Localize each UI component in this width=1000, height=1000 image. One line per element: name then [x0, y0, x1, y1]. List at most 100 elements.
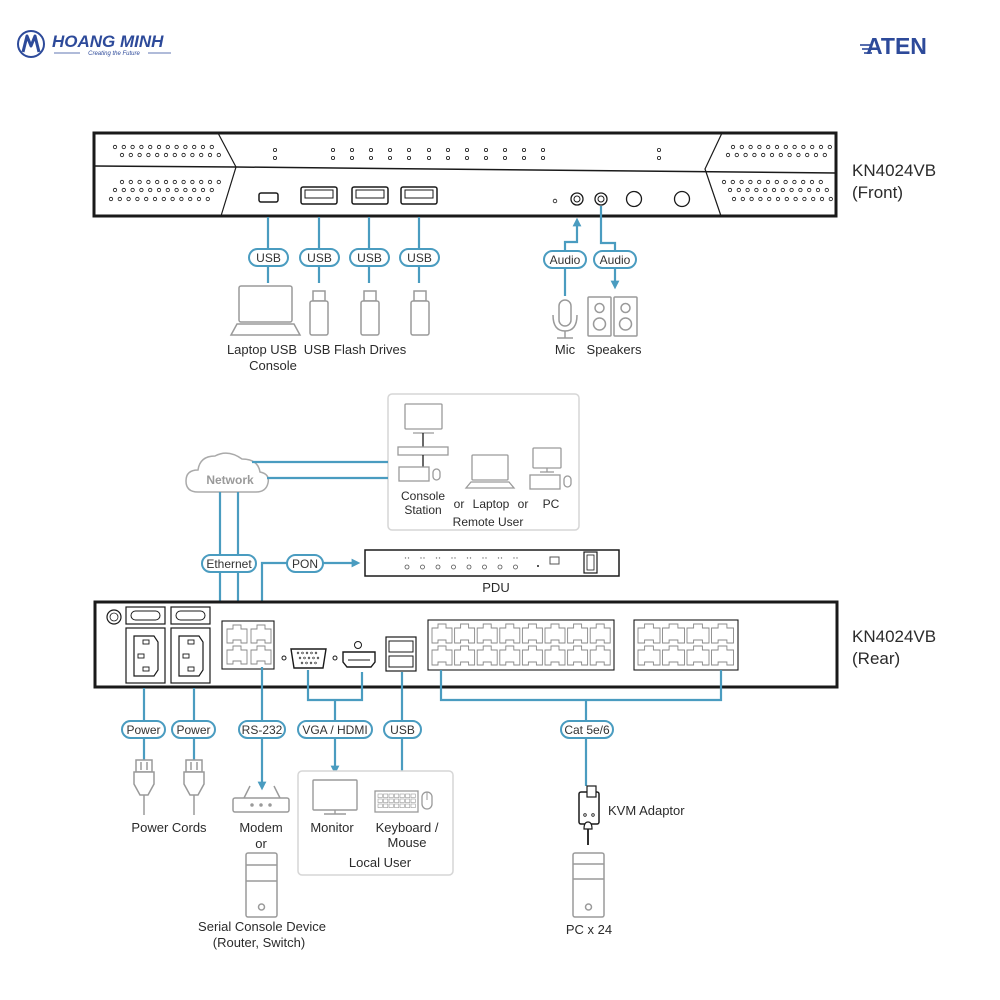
pill-usb-laptop: USB: [248, 248, 289, 267]
vent-hole: [119, 179, 125, 185]
rj45-port: [476, 623, 498, 644]
rear-view-label: (Rear): [852, 649, 900, 668]
pdu-led: [497, 557, 500, 559]
pdu-led: [404, 557, 407, 559]
vent-hole: [793, 196, 798, 202]
local-user-label: Local User: [349, 855, 412, 870]
pdu-led: [423, 557, 425, 559]
rj45-port: [662, 623, 685, 644]
keyboard-key: [383, 803, 389, 808]
pdu-label: PDU: [482, 580, 509, 595]
vent-hole: [792, 144, 797, 150]
keyboard-key: [410, 803, 416, 808]
keyboard-label: Keyboard /: [376, 820, 439, 835]
port-led: [483, 147, 488, 152]
vent-hole: [731, 196, 737, 202]
mouse-label: Mouse: [387, 835, 426, 850]
aten-speed-lines-icon: [860, 44, 872, 54]
rj45-port: [567, 623, 589, 644]
vent-hole: [137, 152, 142, 158]
vent-hole: [813, 152, 819, 158]
vent-hole: [216, 179, 221, 185]
vent-hole: [207, 179, 213, 185]
vent-hole: [828, 196, 833, 202]
keyboard-key: [394, 798, 400, 803]
vent-hole: [783, 144, 788, 150]
vga-pin: [307, 656, 311, 660]
keyboard-key: [394, 803, 400, 808]
vent-hole: [784, 196, 789, 202]
vent-hole: [179, 196, 184, 202]
vga-pin: [305, 661, 308, 665]
vent-hole: [771, 187, 777, 193]
port-led: [502, 155, 507, 160]
pdu-led: [438, 557, 441, 559]
front-port-leds: [272, 147, 662, 160]
vent-hole: [775, 196, 781, 202]
svg-text:Cat 5e/6: Cat 5e/6: [564, 723, 610, 737]
ground-screw-icon: [106, 609, 122, 625]
vent-hole: [769, 152, 775, 158]
usb-flash-drive-icon: [309, 290, 329, 336]
vent-hole: [730, 179, 735, 185]
vent-hole: [739, 144, 744, 150]
vent-hole: [112, 187, 118, 193]
vent-hole: [139, 144, 144, 150]
front-panel: [92, 131, 838, 218]
port-led: [445, 147, 450, 152]
port-led: [502, 147, 507, 152]
vent-hole: [148, 144, 153, 150]
rear-usb-ports: [385, 636, 417, 672]
vent-hole: [774, 144, 780, 150]
pdu-led: [469, 557, 472, 559]
network-cloud-icon: Network: [185, 452, 270, 493]
vent-hole: [108, 196, 114, 202]
power-switch-1: [125, 606, 166, 625]
svg-text:USB: USB: [357, 251, 382, 265]
vga-pin: [305, 651, 309, 655]
vent-hole: [119, 152, 125, 158]
rj45-port: [589, 623, 611, 644]
pill-cat5e6: Cat 5e/6: [560, 720, 614, 739]
port-led: [387, 147, 392, 152]
vent-hole: [135, 196, 140, 202]
port-led: [349, 155, 354, 160]
vent-hole: [736, 187, 741, 193]
network-label: Network: [206, 473, 254, 487]
pdu-outlet: [513, 564, 518, 570]
rj45-port: [521, 623, 543, 644]
keyboard-key: [383, 793, 389, 798]
keyboard-key: [399, 798, 405, 803]
vent-hole: [165, 144, 170, 150]
vent-hole: [819, 196, 825, 202]
vent-hole: [174, 187, 179, 193]
front-button: [673, 190, 691, 208]
vent-hole: [802, 196, 807, 202]
vent-hole: [216, 152, 221, 158]
rj45-port: [589, 645, 611, 666]
rj45-port: [521, 645, 543, 666]
pdu-led: [451, 557, 453, 559]
vent-hole: [130, 144, 135, 150]
pill-power-2: Power: [171, 720, 216, 739]
pill-usb-flash-3: USB: [399, 248, 440, 267]
svg-text:USB: USB: [256, 251, 281, 265]
vent-hole: [827, 144, 832, 150]
speakers-icon: [587, 296, 638, 337]
vent-hole: [163, 152, 169, 158]
port-led: [541, 155, 546, 160]
rear-panel: [93, 600, 839, 689]
hoang-minh-tagline: Creating the Future: [88, 51, 140, 57]
usb-flash-drives-label: USB Flash Drives: [304, 342, 407, 357]
laptop-icon: [229, 285, 302, 336]
vent-hole: [730, 144, 736, 150]
vent-hole: [183, 187, 188, 193]
port-led: [522, 147, 527, 152]
vent-hole: [818, 144, 824, 150]
pdu-device: [364, 549, 620, 577]
keyboard-key: [388, 798, 394, 803]
mic-label: Mic: [555, 342, 576, 357]
pc-tower-icon: [572, 852, 605, 918]
modem-label: Modem: [239, 820, 282, 835]
vent-hole: [128, 179, 133, 185]
